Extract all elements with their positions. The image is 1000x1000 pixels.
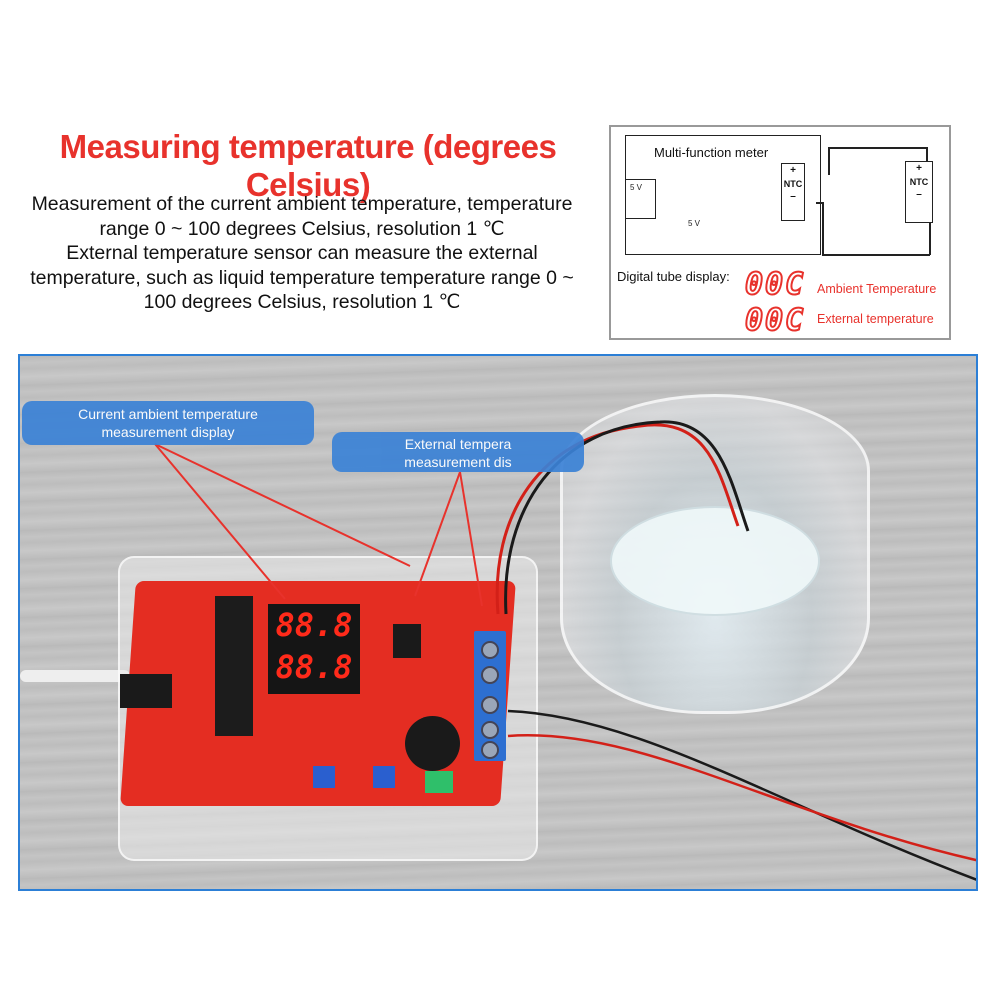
product-photo: 88.8 88.8 Current ambient temperature me… xyxy=(18,354,978,891)
annotation-lines xyxy=(154,420,976,881)
description: Measurement of the current ambient tempe… xyxy=(18,192,586,315)
terminal-screw xyxy=(481,641,499,659)
led-display-row: 88.8 xyxy=(275,606,353,644)
annotation-line xyxy=(459,471,483,607)
dc-jack xyxy=(120,674,172,708)
ic-chip xyxy=(393,624,421,658)
page-title: Measuring temperature (degrees Celsius) xyxy=(59,128,557,203)
callout-ambient-line: Current ambient temperature xyxy=(78,406,258,422)
callout-external-line: measurement dis xyxy=(404,454,512,470)
wire xyxy=(926,147,928,162)
probe-lead-black xyxy=(507,709,976,881)
microcontroller-chip xyxy=(215,596,253,736)
wire xyxy=(816,202,822,204)
potentiometer xyxy=(313,766,335,788)
probe-lead-red xyxy=(507,734,976,862)
voltage-box: 5 V xyxy=(626,179,656,219)
meter-label: Multi-function meter xyxy=(654,145,769,160)
wiring-diagram: Multi-function meter 5 V 5 V + NTC – + N… xyxy=(609,125,951,340)
terminal-screw xyxy=(481,741,499,759)
potentiometer xyxy=(373,766,395,788)
wire xyxy=(828,147,830,175)
annotation-line xyxy=(154,443,286,600)
external-temperature-label: External temperature xyxy=(817,312,934,326)
ntc-sensor-external: + NTC – xyxy=(905,161,933,223)
minus-terminal: – xyxy=(790,191,796,202)
terminal-screw xyxy=(481,666,499,684)
wire xyxy=(929,223,931,255)
ambient-temperature-label: Ambient Temperature xyxy=(817,282,937,296)
terminal-screw xyxy=(481,696,499,714)
segment-display-external: 00C xyxy=(744,302,806,339)
segment-display-ambient: 00C xyxy=(744,266,806,303)
minus-terminal: – xyxy=(916,189,922,200)
plus-terminal: + xyxy=(916,163,922,174)
led-display: 88.8 88.8 xyxy=(268,604,360,694)
ntc-label: NTC xyxy=(909,177,929,187)
led-display-row: 88.8 xyxy=(275,648,353,686)
sensor-wire-black xyxy=(504,420,750,615)
buzzer xyxy=(405,716,460,771)
digital-tube-label: Digital tube display: xyxy=(617,269,730,284)
callout-ambient: Current ambient temperature measurement … xyxy=(22,401,314,445)
voltage-mid-label: 5 V xyxy=(688,219,701,228)
terminal-screw xyxy=(481,721,499,739)
ntc-sensor-internal: + NTC – xyxy=(781,163,805,221)
ntc-label: NTC xyxy=(783,179,803,189)
plus-terminal: + xyxy=(790,165,796,176)
green-button xyxy=(425,771,453,793)
voltage-left-label: 5 V xyxy=(630,183,643,192)
water xyxy=(610,506,820,616)
description-line-ambient: Measurement of the current ambient tempe… xyxy=(31,193,573,240)
description-line-external: External temperature sensor can measure … xyxy=(30,242,574,313)
callout-ambient-line: measurement display xyxy=(101,424,235,440)
meter-box: Multi-function meter 5 V 5 V xyxy=(625,135,821,255)
wire xyxy=(822,202,824,254)
wire xyxy=(828,147,926,149)
usb-cable xyxy=(20,670,130,682)
callout-external-line: External tempera xyxy=(404,436,512,452)
annotation-line xyxy=(414,471,461,597)
wire xyxy=(822,254,930,256)
callout-external: External tempera measurement dis xyxy=(332,432,584,472)
annotation-line xyxy=(154,443,411,567)
